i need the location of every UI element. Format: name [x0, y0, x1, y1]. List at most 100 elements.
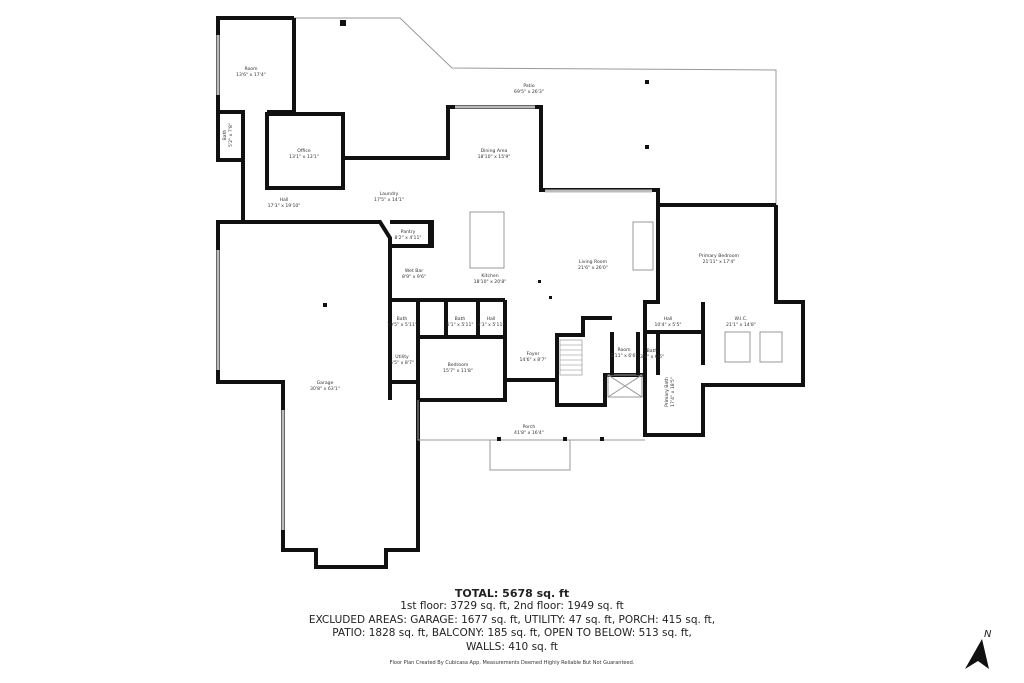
room-dimensions: 13'1" x 13'1" [289, 154, 319, 160]
room-name: Hall [280, 197, 289, 203]
room-name: Room [617, 347, 631, 353]
room-name: Dining Area [481, 148, 508, 154]
room-name: Laundry [380, 191, 399, 197]
floor-areas: 1st floor: 3729 sq. ft, 2nd floor: 1949 … [400, 600, 624, 612]
room-dimensions: 41'8" x 16'4" [514, 430, 544, 436]
room-name: Primary Bedroom [699, 253, 740, 259]
wall-hall-south [243, 220, 392, 400]
room-name: Hall [487, 316, 496, 322]
room-name: Garage [317, 380, 334, 386]
room-name: Hall [664, 316, 673, 322]
excluded-areas-3: WALLS: 410 sq. ft [465, 640, 559, 653]
total-area: TOTAL: 5678 sq. ft [454, 587, 570, 600]
porch-outline [417, 400, 645, 441]
wall-room [216, 16, 294, 222]
room-dimensions: 4'3" x 5'11" [477, 322, 504, 328]
room-dimensions: 69'5" x 26'3" [514, 89, 544, 95]
excluded-areas-2: PATIO: 1828 sq. ft, BALCONY: 185 sq. ft,… [332, 627, 692, 639]
room-name: Kitchen [481, 273, 498, 279]
room-name: Foyer [527, 351, 540, 357]
room-name: W.I.C. [735, 316, 748, 322]
open-to-below [607, 374, 643, 398]
wall-baths [416, 300, 507, 402]
room-name: Pantry [401, 229, 416, 235]
room-dimensions: 3'4" x 6'6" [640, 354, 664, 360]
stairs [559, 339, 583, 376]
room-name: Primary Bath [664, 377, 670, 407]
room-name: Office [297, 148, 311, 154]
room-dimensions: 15'7" x 11'8" [443, 368, 473, 374]
room-label: W.I.C.21'1" x 14'8" [726, 316, 756, 328]
room-name: Bath [397, 316, 408, 322]
room-dimensions: 10'4" x 5'5" [654, 322, 681, 328]
room-name: Patio [523, 83, 534, 89]
room-dimensions: 5'2" x 7'8" [228, 123, 234, 147]
room-dimensions: 17'4" x 18'5" [670, 377, 676, 407]
room-dimensions: 17'3" x 19'10" [268, 203, 301, 209]
wall-foyer [505, 316, 612, 382]
room-name: Utility [395, 354, 409, 360]
room-name: Bath [455, 316, 466, 322]
room-name: Bedroom [448, 362, 469, 368]
room-dimensions: 13'6" x 17'4" [236, 72, 266, 78]
closet-island [724, 331, 751, 363]
room-name: Wet Bar [405, 268, 423, 274]
room-name: Porch [523, 424, 536, 430]
wall-primary [643, 205, 805, 437]
room-name: Room [244, 66, 258, 72]
room-dimensions: 21'6" x 26'0" [578, 265, 608, 271]
room-label: Bath5'2" x 7'8" [222, 123, 234, 147]
room-dimensions: 30'8" x 63'1" [310, 386, 340, 392]
north-label: N [984, 629, 992, 640]
posts [323, 20, 649, 441]
north-arrow-icon: N [965, 629, 992, 669]
room-dimensions: 14'6" x 8'7" [519, 357, 546, 363]
wall-bath [218, 110, 245, 160]
room-dimensions: 6'1" x 5'11" [446, 322, 473, 328]
excluded-areas-1: EXCLUDED AREAS: GARAGE: 1677 sq. ft, UTI… [308, 613, 716, 626]
room-dimensions: 21'11" x 17'4" [703, 259, 736, 265]
room-dimensions: 5'5" x 8'7" [390, 360, 414, 366]
room-dimensions: 18'10" x 15'9" [478, 154, 511, 160]
porch-steps [489, 440, 571, 471]
room-label: Primary Bath17'4" x 18'5" [664, 377, 676, 407]
wall-room-east [267, 18, 296, 114]
room-name: Bath [222, 130, 228, 141]
area-details: 1st floor: 3729 sq. ft, 2nd floor: 1949 … [0, 600, 1024, 654]
room-dimensions: 5'11" x 6'6" [610, 353, 637, 359]
disclaimer: Floor Plan Created By Cubicasa App. Meas… [389, 660, 635, 666]
closet-island [759, 331, 783, 363]
pantry-wall [428, 220, 433, 246]
patio-outline [294, 17, 777, 205]
room-name: Living Room [579, 259, 608, 265]
room-dimensions: 18'10" x 20'8" [474, 279, 507, 285]
room-dimensions: 8'9" x 9'6" [402, 274, 426, 280]
kitchen-island [469, 211, 505, 269]
room-name: Bath [647, 348, 658, 354]
room-dimensions: 10'5" x 5'11" [387, 322, 417, 328]
fireplace [632, 221, 654, 271]
room-dimensions: 17'5" x 14'1" [374, 197, 404, 203]
room-dimensions: 21'1" x 14'8" [726, 322, 756, 328]
